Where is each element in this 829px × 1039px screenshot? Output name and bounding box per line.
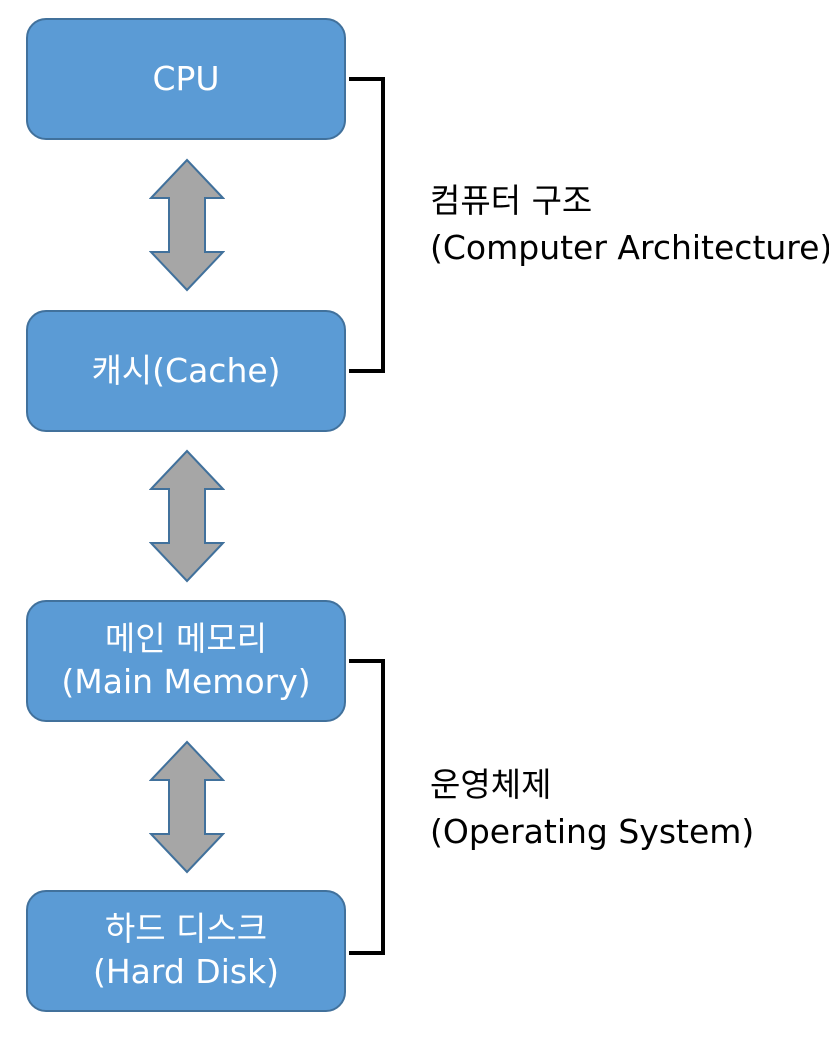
cpu-label: CPU — [152, 58, 220, 98]
architecture-title: 컴퓨터 구조 — [430, 181, 593, 220]
cpu-box: CPU — [26, 18, 346, 140]
hard-disk-label-ko: 하드 디스크 — [104, 909, 268, 949]
cpu-cache-double-arrow — [149, 158, 225, 292]
architecture-bracket — [349, 77, 385, 373]
cache-label: 캐시(Cache) — [91, 350, 281, 390]
cache-box: 캐시(Cache) — [26, 310, 346, 432]
architecture-subtitle: (Computer Architecture) — [430, 227, 829, 267]
hard-disk-label-en: (Hard Disk) — [92, 952, 280, 991]
hard-disk-box: 하드 디스크 (Hard Disk) — [26, 890, 346, 1012]
main-memory-label-en: (Main Memory) — [61, 662, 311, 701]
os-title: 운영체제 — [430, 765, 552, 804]
os-subtitle: (Operating System) — [430, 811, 755, 851]
architecture-group-label: 컴퓨터 구조 (Computer Architecture) — [430, 178, 829, 272]
main-memory-box: 메인 메모리 (Main Memory) — [26, 600, 346, 722]
main-memory-label-ko: 메인 메모리 — [104, 619, 268, 659]
cache-memory-double-arrow — [149, 449, 225, 583]
os-group-label: 운영체제 (Operating System) — [430, 762, 754, 856]
os-bracket — [349, 659, 385, 955]
memory-disk-double-arrow — [149, 740, 225, 874]
